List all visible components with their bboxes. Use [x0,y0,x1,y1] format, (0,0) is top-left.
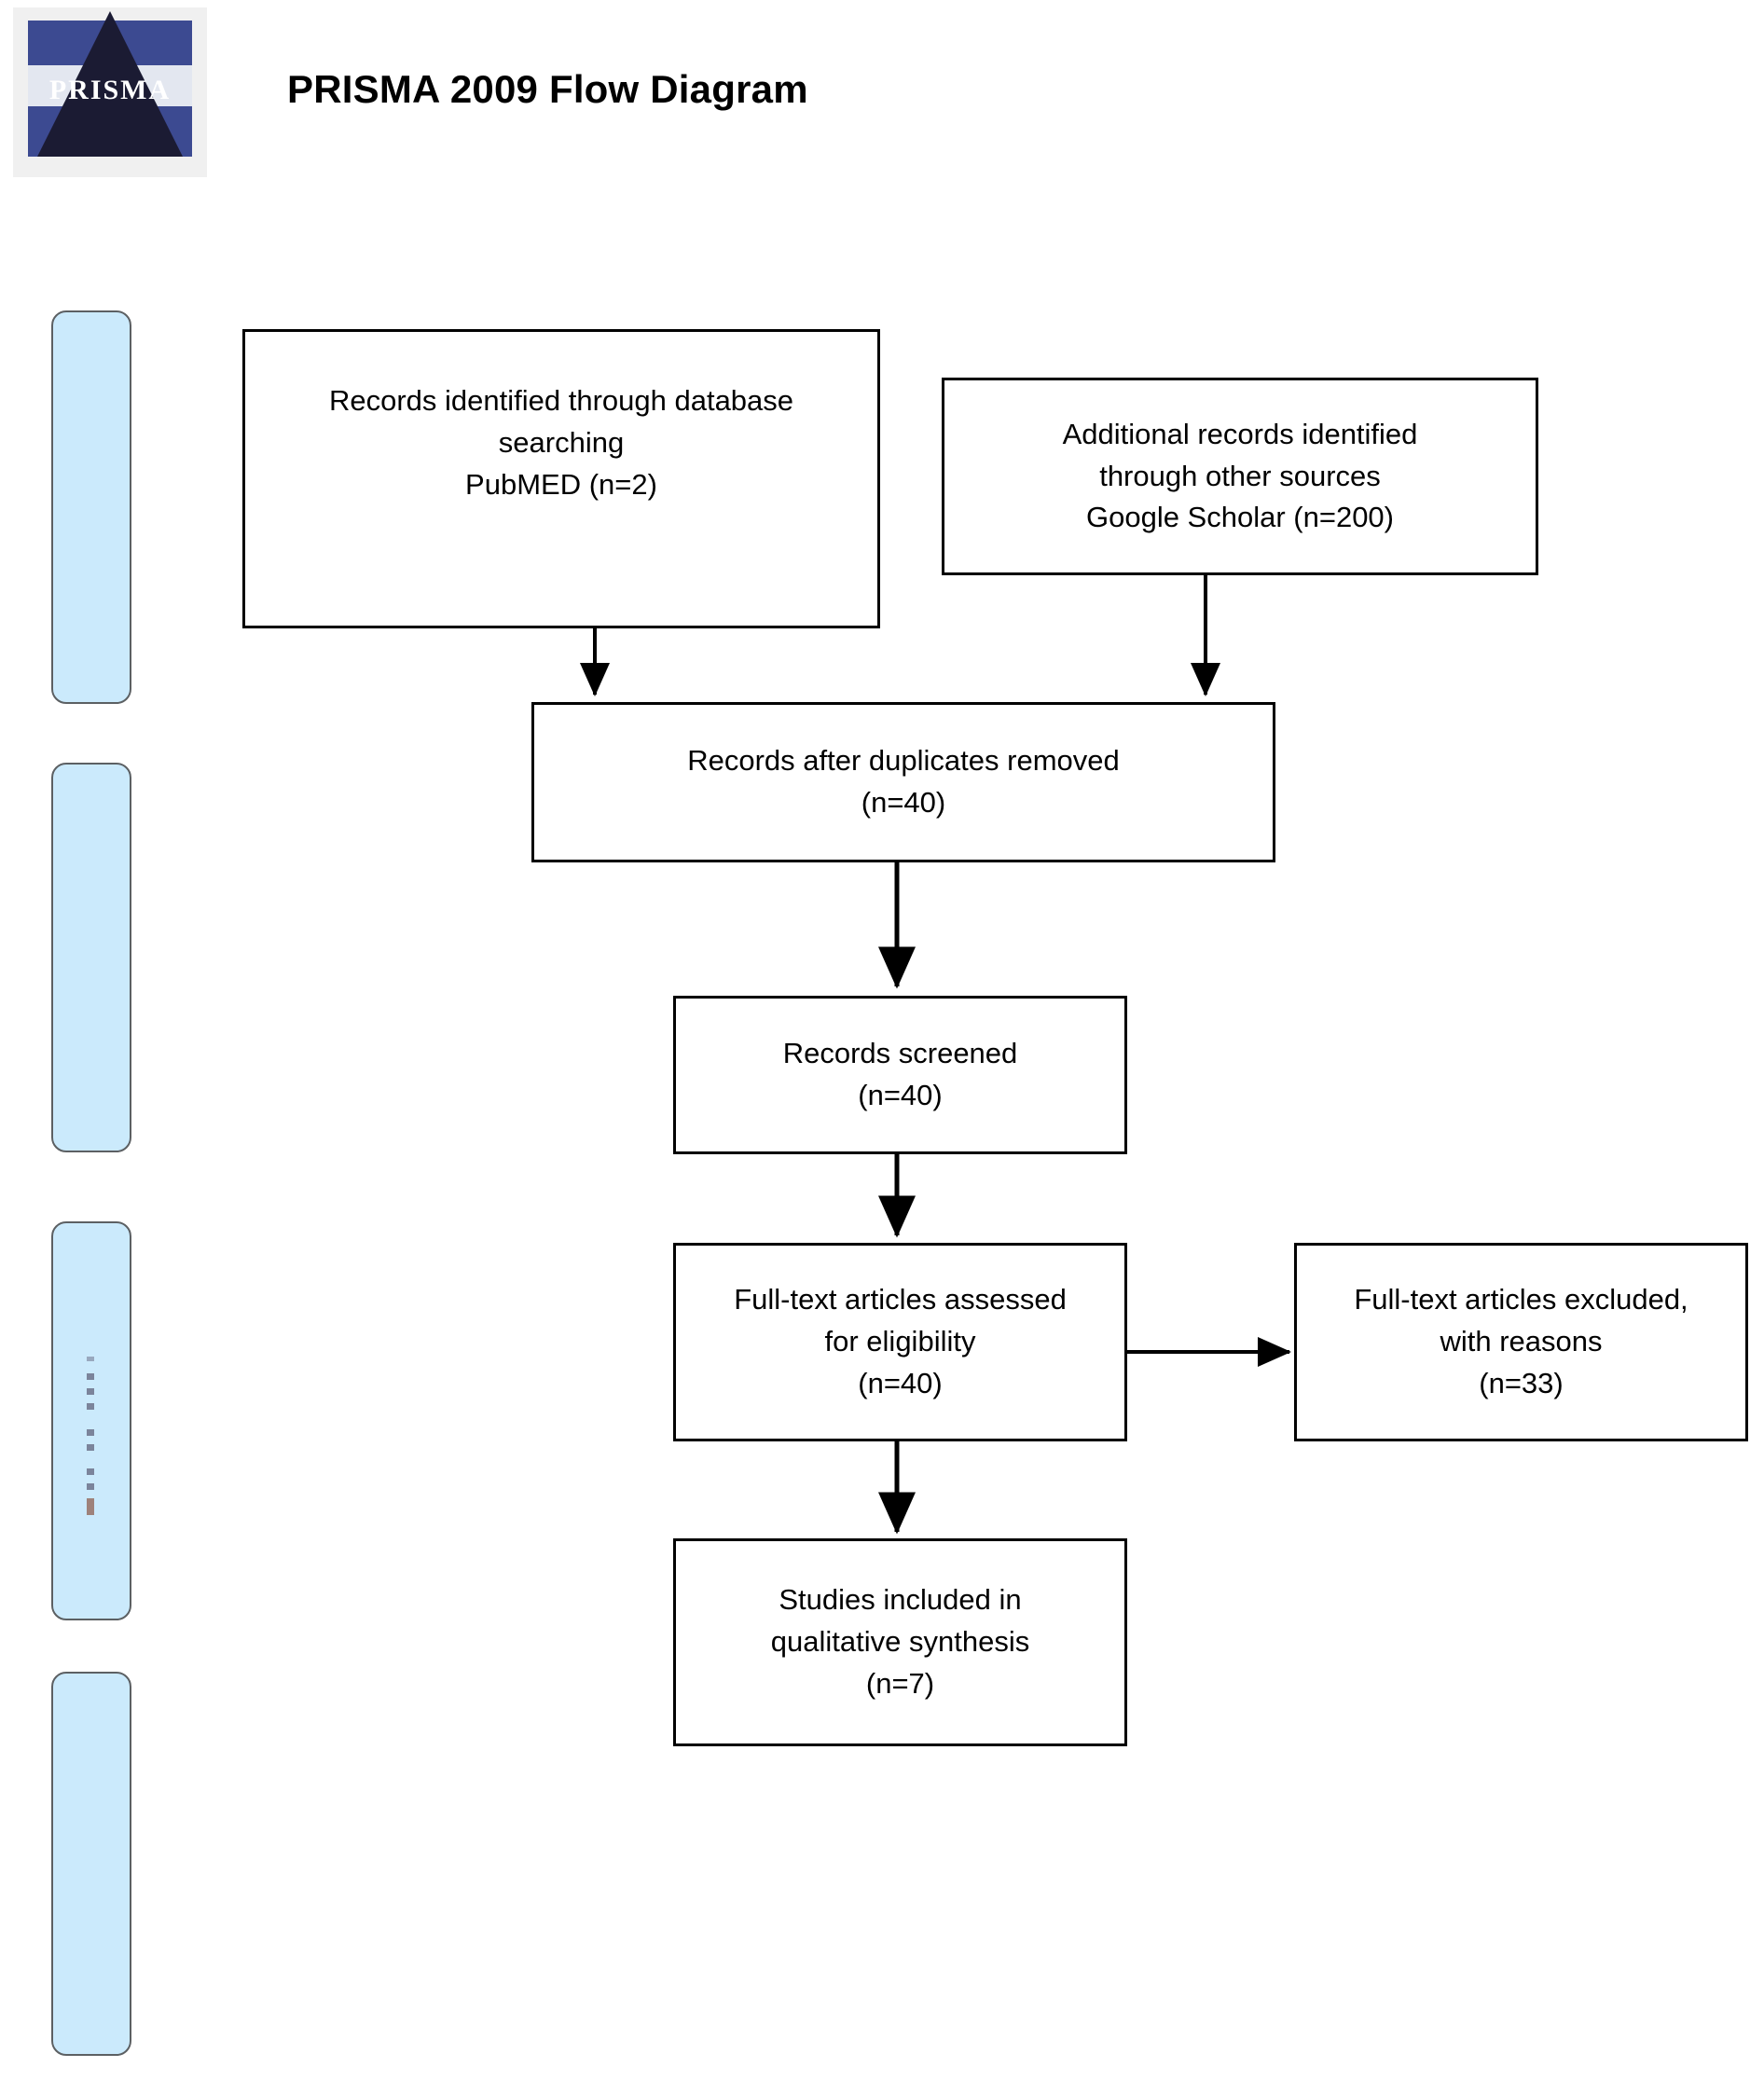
node-studies-included-qualitative-synthesis: Studies included in qualitative synthesi… [673,1538,1127,1746]
prisma-logo-icon: PRISMA [13,7,207,177]
node-fulltext-excluded-with-reasons-text: Full-text articles excluded, with reason… [1354,1283,1688,1399]
svg-text:PRISMA: PRISMA [49,75,171,105]
stage-bar-eligibility [51,1221,131,1620]
node-additional-records-other-sources: Additional records identified through ot… [942,378,1538,575]
stage-bar-eligibility-text-artifact [87,1351,96,1515]
prisma-logo: PRISMA [13,7,207,177]
node-fulltext-excluded-with-reasons: Full-text articles excluded, with reason… [1294,1243,1748,1441]
page-title: PRISMA 2009 Flow Diagram [287,67,808,111]
stage-bar-included [51,1672,131,2056]
stage-bar-screening [51,763,131,1152]
node-records-identified-database-text: Records identified through database sear… [328,384,794,501]
node-additional-records-other-sources-text: Additional records identified through ot… [1062,417,1418,534]
node-records-identified-database: Records identified through database sear… [242,329,880,628]
node-records-after-duplicates-removed-text: Records after duplicates removed (n=40) [687,744,1120,819]
node-records-screened: Records screened (n=40) [673,996,1127,1154]
node-fulltext-assessed-eligibility-text: Full-text articles assessed for eligibil… [734,1283,1067,1399]
stage-bar-identification [51,310,131,704]
node-fulltext-assessed-eligibility: Full-text articles assessed for eligibil… [673,1243,1127,1441]
node-studies-included-qualitative-synthesis-text: Studies included in qualitative synthesi… [770,1583,1030,1700]
node-records-screened-text: Records screened (n=40) [782,1037,1018,1111]
node-records-after-duplicates-removed: Records after duplicates removed (n=40) [531,702,1275,862]
